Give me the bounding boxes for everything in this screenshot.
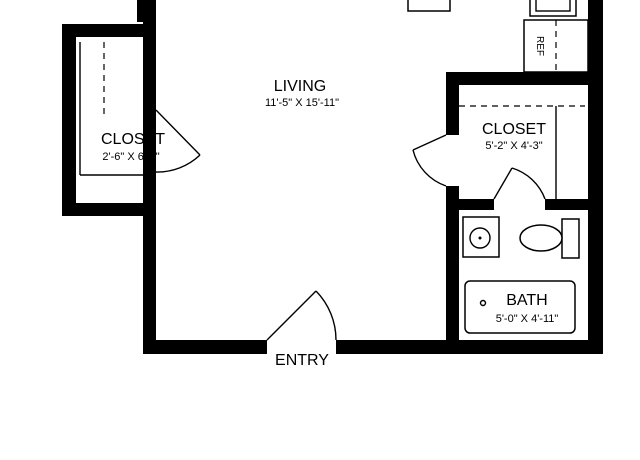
toilet-bowl — [519, 224, 563, 252]
living-room-dimensions: 11'-5" X 15'-11" — [265, 97, 339, 109]
bath-dimensions: 5'-0" X 4'-11" — [496, 313, 559, 325]
entry-door-swing — [315, 290, 337, 341]
bottom-wall-left — [143, 340, 267, 354]
bath-name: BATH — [506, 292, 547, 309]
kitchen-sink-basin — [535, 0, 571, 12]
bath-door-leaf — [493, 167, 513, 200]
living-room: LIVING 11'-5" X 15'-11" — [265, 78, 339, 109]
closet-left: CLOSET 2'-6" X 6'-2" — [79, 42, 201, 176]
top-left-stub-wall — [137, 0, 156, 22]
closet-right: CLOSET 5'-2" X 4'-3" — [412, 105, 585, 200]
closet-left-dimensions: 2'-6" X 6'-2" — [102, 151, 159, 163]
closet-bath-divider-left — [446, 199, 494, 210]
bath: BATH 5'-0" X 4'-11" — [462, 216, 580, 334]
closet-right-name: CLOSET — [482, 121, 546, 138]
closet-left-outer-wall — [62, 24, 76, 216]
kitchen-sink — [529, 0, 577, 17]
closet-bath-divider-right — [545, 199, 603, 210]
closet-left-door-swing — [155, 154, 201, 173]
living-left-wall — [143, 0, 156, 354]
closet-right-door-leaf — [412, 134, 447, 151]
bath-sink-drain — [478, 236, 482, 240]
closet-right-dimensions: 5'-2" X 4'-3" — [485, 140, 542, 152]
toilet-tank — [561, 218, 580, 259]
bathtub-drain — [479, 299, 487, 307]
kitchen-area: REF — [407, 0, 589, 73]
closet-left-door-leaf — [155, 109, 201, 156]
closet-right-door-swing — [412, 149, 447, 187]
right-outer-wall — [588, 0, 603, 354]
bath-sink-basin — [469, 227, 491, 249]
walls — [62, 0, 603, 354]
kitchen-counter — [407, 0, 451, 12]
refrigerator-label: REF — [534, 36, 545, 56]
kitchen-partition-wall — [446, 72, 603, 85]
entry: ENTRY — [266, 290, 337, 369]
living-room-name: LIVING — [274, 78, 326, 95]
bath-door-swing — [511, 167, 546, 200]
bathtub — [464, 280, 576, 334]
closet-right-left-wall-upper — [446, 72, 459, 135]
closet-left-name: CLOSET — [101, 131, 165, 148]
closet-left-top-wall — [62, 24, 156, 37]
bottom-wall-right — [336, 340, 603, 354]
entry-label: ENTRY — [275, 352, 329, 369]
bath-left-wall — [446, 186, 459, 354]
closet-left-bottom-wall — [62, 203, 156, 216]
entry-door-leaf — [266, 290, 317, 341]
